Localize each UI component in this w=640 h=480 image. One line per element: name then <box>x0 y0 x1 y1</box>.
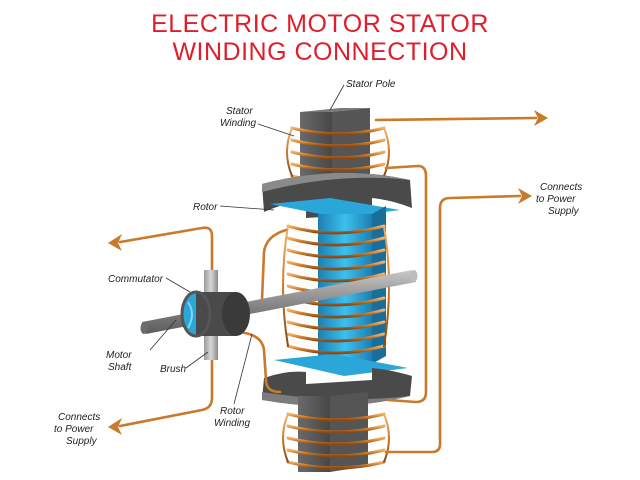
label-connects-right-3: Supply <box>548 206 580 217</box>
label-rotor-winding-2: Winding <box>214 418 250 429</box>
label-stator-winding-1: Stator <box>226 106 253 117</box>
right-supply-arrow <box>518 188 532 204</box>
leader-lines <box>149 84 345 405</box>
left-upper-arrow <box>108 234 122 251</box>
label-stator-pole: Stator Pole <box>346 79 396 90</box>
top-output-arrow <box>534 110 548 126</box>
label-connects-left-1: Connects <box>58 412 100 423</box>
left-lower-arrow <box>108 418 122 435</box>
lower-brush <box>204 336 218 360</box>
title-line-2: WINDING CONNECTION <box>172 38 468 66</box>
label-commutator: Commutator <box>108 274 164 285</box>
commutator <box>180 290 250 338</box>
brushes <box>204 270 218 360</box>
labels: Stator Pole Stator Winding Rotor Commuta… <box>54 79 582 447</box>
label-motor-shaft-1: Motor <box>106 350 132 361</box>
label-connects-right-2: to Power <box>536 194 576 205</box>
label-rotor: Rotor <box>193 202 218 213</box>
label-connects-left-3: Supply <box>66 436 98 447</box>
label-stator-winding-2: Winding <box>220 118 256 129</box>
label-connects-right-1: Connects <box>540 182 582 193</box>
label-motor-shaft-2: Shaft <box>108 362 133 373</box>
label-brush: Brush <box>160 364 187 375</box>
title-line-1: ELECTRIC MOTOR STATOR <box>151 10 489 38</box>
lower-stator-winding <box>282 412 390 470</box>
upper-brush <box>204 270 218 294</box>
upper-pole-shoe <box>262 172 412 218</box>
label-rotor-winding-1: Rotor <box>220 406 245 417</box>
label-connects-left-2: to Power <box>54 424 94 435</box>
wire-arrows <box>108 110 548 435</box>
